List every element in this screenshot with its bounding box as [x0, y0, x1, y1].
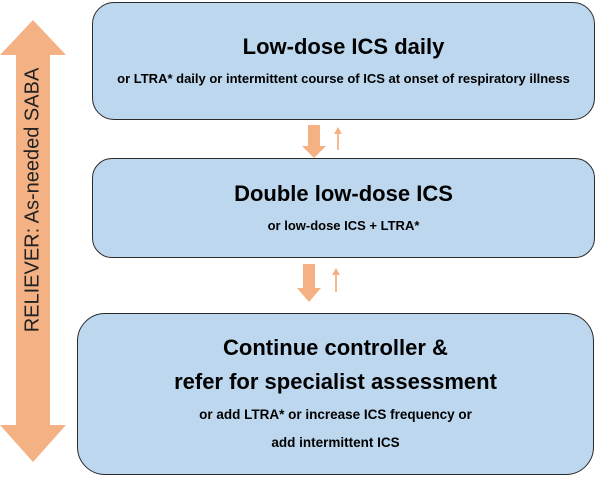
step-box-continue-refer: Continue controller & refer for speciali…	[77, 313, 594, 475]
step-down-arrow	[302, 125, 326, 158]
step-detail-line1: or add LTRA* or increase ICS frequency o…	[199, 406, 472, 422]
step-detail: or LTRA* daily or intermittent course of…	[117, 71, 570, 87]
step-box-low-dose-ics: Low-dose ICS daily or LTRA* daily or int…	[92, 2, 595, 120]
step-box-double-low-dose-ics: Double low-dose ICS or low-dose ICS + LT…	[92, 158, 595, 258]
step-title: Low-dose ICS daily	[242, 34, 445, 60]
step-detail: or low-dose ICS + LTRA*	[267, 218, 420, 234]
step-up-arrow	[332, 268, 340, 292]
step-title-line1: Continue controller &	[223, 334, 448, 360]
step-down-arrow	[297, 264, 321, 302]
reliever-arrow-shape	[0, 20, 66, 462]
step-up-arrow	[334, 127, 342, 150]
step-title-line2: refer for specialist assessment	[174, 368, 497, 394]
step-title: Double low-dose ICS	[234, 181, 453, 207]
step-detail-line2: add intermittent ICS	[271, 435, 400, 451]
